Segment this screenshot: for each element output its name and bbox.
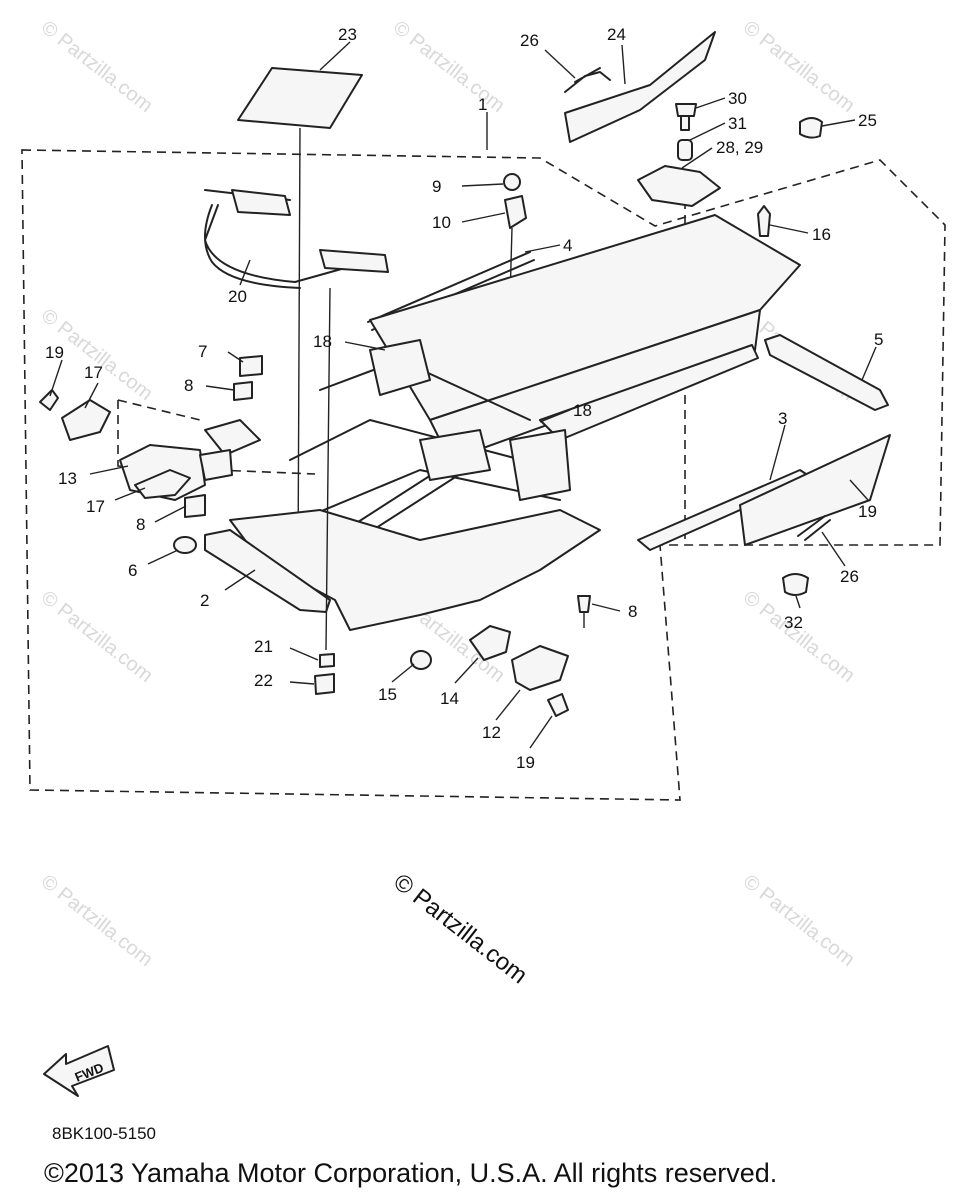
sub-boundary (117, 400, 316, 475)
diagram-code: 8BK100-5150 (52, 1124, 156, 1143)
nut-part (503, 173, 521, 191)
mount-block (369, 339, 431, 396)
callout-17: 17 (84, 363, 103, 382)
gasket-part (134, 469, 191, 499)
watermark: © Partzilla.com (37, 871, 157, 971)
sub-boundary (117, 399, 201, 421)
washer-part (173, 536, 197, 554)
reflector-plate (739, 434, 891, 546)
damper-part (637, 165, 721, 207)
leader-lines (49, 41, 877, 749)
callout-25: 25 (858, 111, 877, 130)
fwd-arrow-icon: FWD (43, 1045, 115, 1097)
clip-part (797, 515, 831, 541)
bushing-part (184, 494, 206, 518)
callout-19: 19 (45, 343, 64, 362)
callout-30: 30 (728, 89, 747, 108)
callout-3: 3 (778, 409, 787, 428)
nut-part (410, 650, 432, 670)
rivet-part (757, 205, 771, 237)
mount-part (511, 645, 569, 691)
callout-15: 15 (378, 685, 397, 704)
callout-7: 7 (198, 342, 207, 361)
callout-16: 16 (812, 225, 831, 244)
skid-plate (229, 509, 601, 631)
callout-12: 14 (440, 689, 459, 708)
tunnel-top (369, 214, 801, 421)
watermark: © Partzilla.com (739, 871, 859, 971)
bolt-part (675, 103, 697, 117)
clip-part (564, 67, 611, 93)
callout-21: 21 (254, 637, 273, 656)
callout-13: 12 (482, 723, 501, 742)
callout-4: 4 (563, 236, 572, 255)
gasket-part (61, 399, 111, 441)
bolt-part (577, 595, 591, 613)
bolt-part (547, 693, 569, 717)
bushing-part (233, 381, 253, 401)
cap-part (782, 573, 809, 596)
callout-19: 19 (516, 753, 535, 772)
rear-bracket (764, 334, 889, 411)
copyright-notice: ©2013 Yamaha Motor Corporation, U.S.A. A… (44, 1158, 778, 1188)
watermark: © Partzilla.com (389, 17, 509, 117)
callout-8: 8 (184, 376, 193, 395)
callout-22: 22 (254, 671, 273, 690)
callout-17: 17 (86, 497, 105, 516)
callout-24: 24 (607, 25, 626, 44)
callout-8: 8 (136, 515, 145, 534)
pivot-shaft (199, 449, 233, 481)
callout-1: 1 (478, 95, 487, 114)
callout-18: 18 (573, 401, 592, 420)
spacer-part (319, 653, 335, 668)
callout-27: 23 (338, 25, 357, 44)
callout-26: 26 (520, 31, 539, 50)
pivot-shaft (204, 419, 261, 456)
callout-20: 20 (228, 287, 247, 306)
callout-14: 13 (58, 469, 77, 488)
callout-9: 8 (628, 602, 637, 621)
watermark: © Partzilla.com (739, 17, 859, 117)
bushing-part (239, 355, 263, 377)
callout-10: 9 (432, 177, 441, 196)
gasket-part (469, 625, 511, 661)
callout-11: 10 (432, 213, 451, 232)
watermark: © Partzilla.com (739, 587, 859, 687)
callout-32: 32 (784, 613, 803, 632)
leader-line (297, 127, 301, 566)
mount-block (509, 429, 571, 501)
collar-part (677, 139, 693, 161)
decal-part (564, 31, 716, 143)
watermark: © Partzilla.com (37, 17, 157, 117)
bolt-shaft (680, 115, 690, 131)
callout-6: 6 (128, 561, 137, 580)
bolt-part (39, 389, 59, 411)
callout-23: 19 (858, 502, 877, 521)
callout-28-29: 28, 29 (716, 138, 763, 157)
bracket-part (504, 195, 527, 229)
callout-5: 5 (874, 330, 883, 349)
callout-18: 18 (313, 332, 332, 351)
callout-26: 26 (840, 567, 859, 586)
callout-31: 31 (728, 114, 747, 133)
pad-part (237, 67, 363, 129)
callout-2: 2 (200, 591, 209, 610)
collar-part (314, 673, 335, 695)
leader-line (325, 287, 331, 651)
center-watermark: © Partzilla.com (388, 868, 532, 989)
handle-bracket (319, 249, 389, 273)
callout-labels: 23 1 26 24 30 31 28, 29 25 9 10 16 4 20 … (45, 25, 883, 772)
mount-block (419, 429, 491, 481)
handle-bracket (231, 189, 291, 216)
cap-part (799, 117, 823, 139)
watermark: © Partzilla.com (37, 587, 157, 687)
